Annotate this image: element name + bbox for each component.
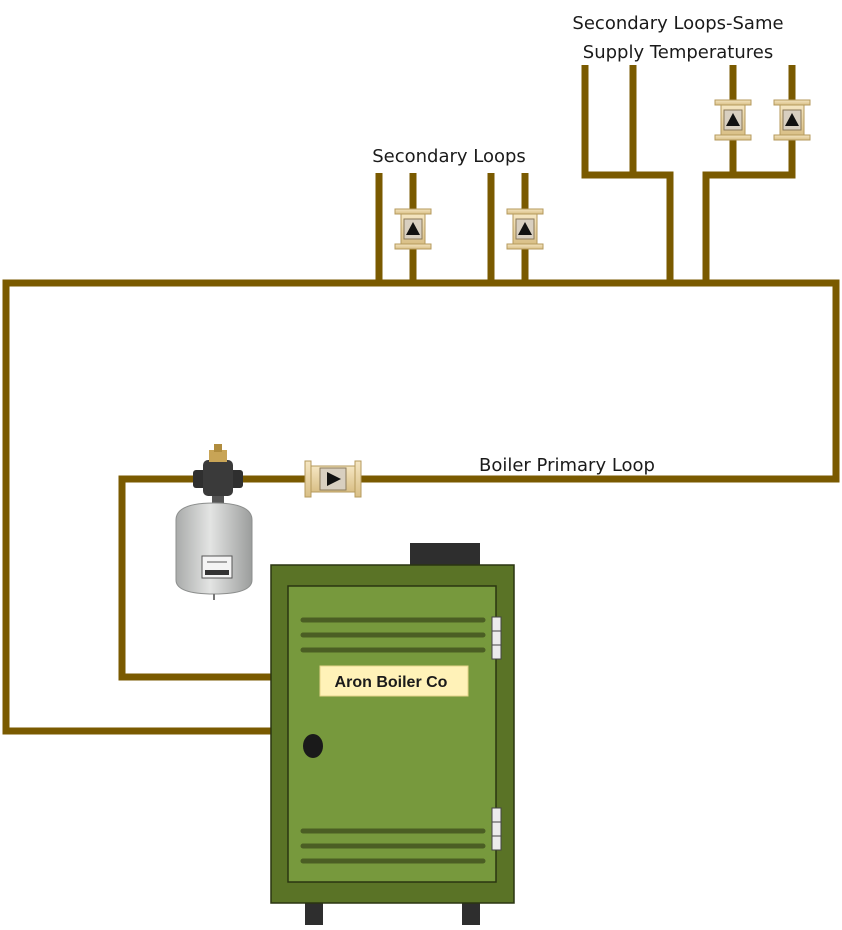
boiler-foot-left xyxy=(305,903,323,925)
door-hinge-icon xyxy=(491,616,502,660)
boiler-foot-right xyxy=(462,903,480,925)
circulator-pump-icon xyxy=(394,208,432,250)
boiler-nameplate xyxy=(319,665,469,697)
boiler-vent-bottom xyxy=(300,828,486,864)
circulator-pump-icon xyxy=(714,99,752,141)
door-hinge-icon xyxy=(491,807,502,851)
secondary-same-temp-label-line1: Secondary Loops-Same xyxy=(572,13,783,34)
circulator-pump-icon xyxy=(506,208,544,250)
boiler-door xyxy=(287,585,497,883)
boiler-vent-top xyxy=(300,617,486,653)
secondary-same-temp-label-line2: Supply Temperatures xyxy=(583,42,773,63)
boiler-brand-label: Aron Boiler Co xyxy=(335,674,448,691)
main-loop-pipe xyxy=(2,279,840,735)
boiler-flue xyxy=(410,543,480,565)
circulator-pump-icon xyxy=(773,99,811,141)
expansion-tank-icon xyxy=(175,444,253,600)
boiler-cabinet-icon: Aron Boiler Co xyxy=(270,543,515,925)
manifold-right-pipe xyxy=(702,65,796,283)
secondary-loops-label: Secondary Loops xyxy=(372,146,526,167)
primary-loop-label: Boiler Primary Loop xyxy=(479,455,655,476)
manifold-left-pipe xyxy=(581,65,674,283)
primary-pump-icon xyxy=(304,460,362,498)
door-knob xyxy=(303,734,323,758)
